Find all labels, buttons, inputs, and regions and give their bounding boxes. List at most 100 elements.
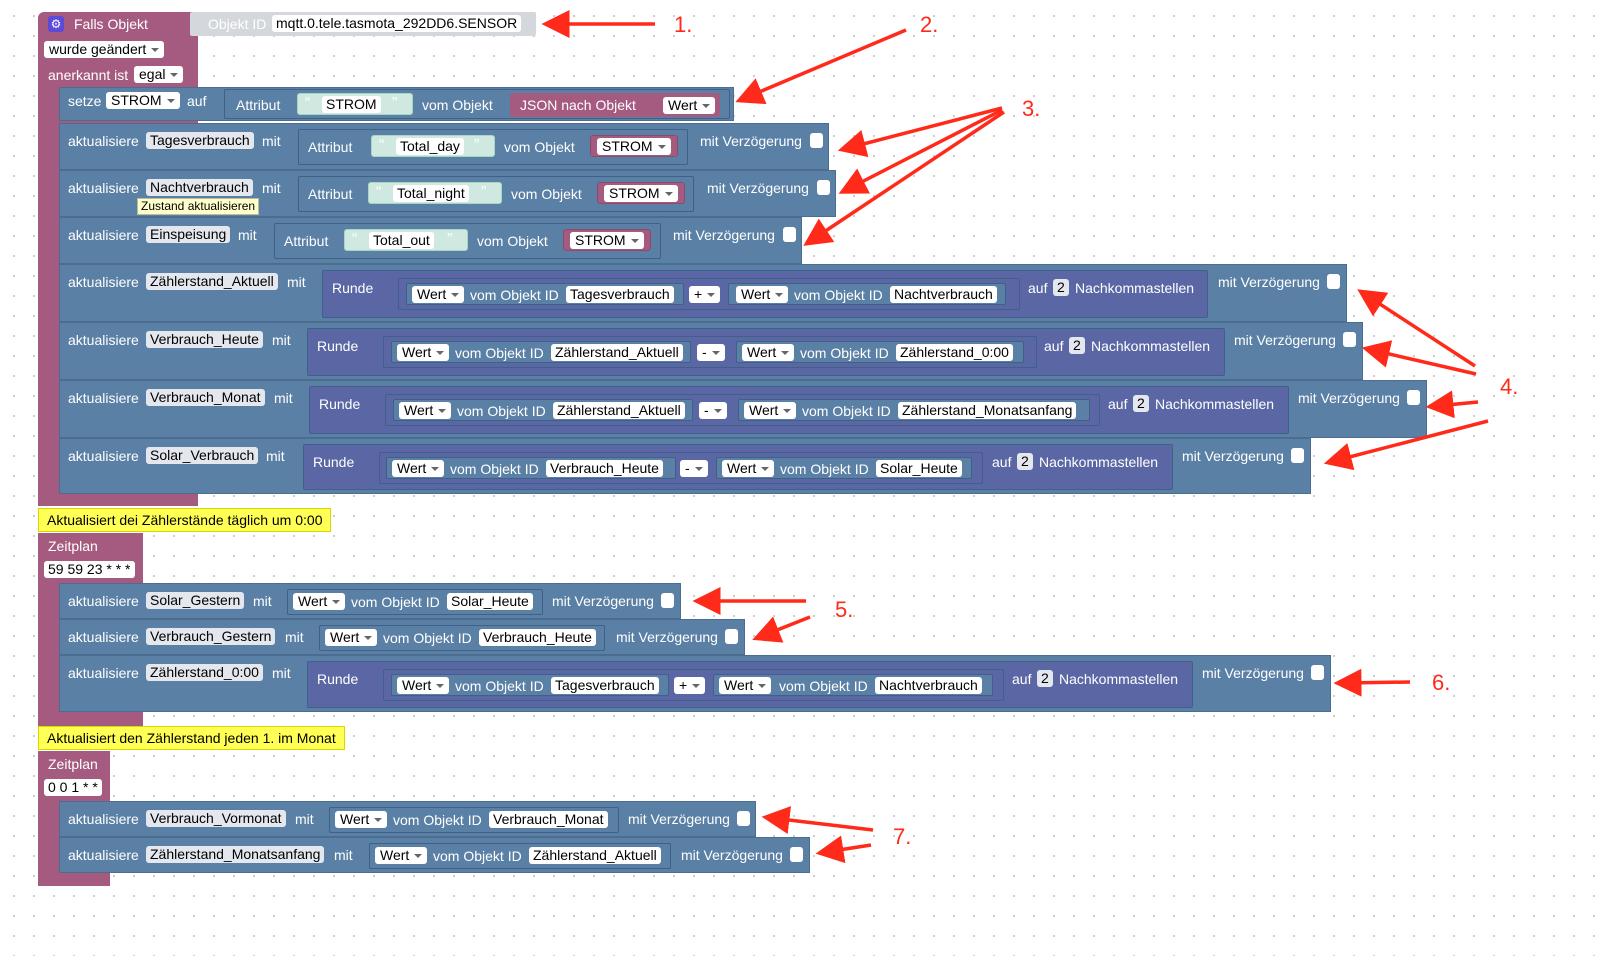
delay-checkbox[interactable] [1407,390,1420,405]
string-value[interactable]: Total_out [369,232,434,249]
cron-field[interactable]: 0 0 1 * * [44,779,102,796]
state-dropdown[interactable]: Tagesverbrauch [146,132,254,149]
object-id-field[interactable]: Nachtverbrauch [875,677,982,694]
object-id-field[interactable]: Zählerstand_Aktuell [553,402,685,419]
state-dropdown[interactable]: Einspeisung [146,226,231,243]
gear-icon[interactable]: ⚙ [48,16,64,32]
delay-checkbox[interactable] [790,847,803,862]
string-block[interactable]: “ Total_night ” [368,182,502,204]
string-block[interactable]: “ Total_day ” [371,135,495,157]
wert-dropdown[interactable]: Wert [397,677,450,694]
object-id-field[interactable]: Verbrauch_Heute [479,629,596,646]
object-id-field[interactable]: Solar_Heute [447,593,533,610]
object-id-field[interactable]: Zählerstand_Aktuell [551,344,683,361]
object-id-field[interactable]: Tagesverbrauch [551,677,659,694]
decimals-field[interactable]: 2 [1037,670,1053,687]
delay-checkbox[interactable] [810,133,823,148]
arrow-4b [1361,340,1477,376]
comment-note[interactable]: Aktualisiert den Zählerstand jeden 1. im… [38,726,345,750]
comment-note[interactable]: Aktualisiert dei Zählerstände täglich um… [38,508,332,532]
delay-checkbox[interactable] [1327,274,1340,289]
object-id-field[interactable]: Verbrauch_Heute [546,460,663,477]
var-dropdown[interactable]: STROM [570,232,644,249]
operator-dropdown[interactable]: - [680,460,708,477]
delay-checkbox[interactable] [783,227,796,242]
object-id-field[interactable]: Zählerstand_Aktuell [529,847,661,864]
mit-label: mit [274,390,293,406]
var-block[interactable]: STROM [597,182,685,204]
delay-checkbox[interactable] [1311,665,1324,680]
object-id-field[interactable]: Zählerstand_0:00 [896,344,1013,361]
object-id-field[interactable]: Nachtverbrauch [890,286,997,303]
state-dropdown[interactable]: Nachtverbrauch [146,179,253,196]
trigger-title: Falls Objekt [74,16,148,32]
trigger-id-label: Objekt ID [208,16,267,32]
state-dropdown[interactable]: Zählerstand_Monatsanfang [146,846,325,863]
decimals-field[interactable]: 2 [1053,279,1069,296]
string-value[interactable]: Total_day [396,138,464,155]
object-id-field[interactable]: Verbrauch_Monat [489,811,608,828]
update-label: aktualisiere [68,811,139,827]
state-dropdown[interactable]: Zählerstand_Aktuell [146,273,278,290]
var-dropdown[interactable]: STROM [604,185,678,202]
wert-dropdown[interactable]: Wert [736,286,789,303]
var-dropdown[interactable]: STROM [597,138,671,155]
arrow-4c [1425,390,1479,419]
vom-objekt-label: vom Objekt [422,97,493,113]
state-dropdown[interactable]: Verbrauch_Vormonat [146,810,286,827]
trigger-ack-dropdown[interactable]: egal [134,66,184,83]
delay-checkbox[interactable] [1343,332,1356,347]
wert-dropdown[interactable]: Wert [719,677,772,694]
operator-dropdown[interactable]: + [674,677,706,694]
delay-checkbox[interactable] [737,811,750,826]
decimals-field[interactable]: 2 [1069,337,1085,354]
cron-field[interactable]: 59 59 23 * * * [44,561,135,578]
state-dropdown[interactable]: Solar_Verbrauch [146,447,259,464]
wert-dropdown[interactable]: Wert [293,593,346,610]
wert-dropdown[interactable]: Wert [335,811,388,828]
auf-label: auf [1028,280,1048,296]
wert-dropdown[interactable]: Wert [397,344,450,361]
string-value[interactable]: Total_night [393,185,469,202]
json-wert-dropdown[interactable]: Wert [663,97,716,114]
delay-checkbox[interactable] [817,180,830,195]
decimals-field[interactable]: 2 [1017,453,1033,470]
auf-label: auf [992,454,1012,470]
trigger-id-value[interactable]: mqtt.0.tele.tasmota_292DD6.SENSOR [272,15,522,32]
delay-checkbox[interactable] [661,593,674,608]
state-dropdown[interactable]: Zählerstand_0:00 [146,664,263,681]
update-label: aktualisiere [68,274,139,290]
state-dropdown[interactable]: Verbrauch_Gestern [146,628,276,645]
string-block[interactable]: “ Total_out ” [344,229,468,251]
string-value[interactable]: STROM [322,96,381,113]
var-block[interactable]: STROM [563,229,651,251]
trigger-changed-dropdown[interactable]: wurde geändert [44,41,165,58]
operator-dropdown[interactable]: - [697,344,725,361]
wert-dropdown[interactable]: Wert [722,460,775,477]
mit-label: mit [238,227,257,243]
wert-dropdown[interactable]: Wert [399,402,452,419]
string-block[interactable]: “ STROM ” [297,93,413,115]
wert-dropdown[interactable]: Wert [375,847,428,864]
operator-dropdown[interactable]: - [699,402,727,419]
var-block[interactable]: STROM [590,135,678,157]
delay-checkbox[interactable] [725,629,738,644]
state-dropdown[interactable]: Verbrauch_Monat [146,389,265,406]
wert-dropdown[interactable]: Wert [744,402,797,419]
vom-objekt-id-label: vom Objekt ID [470,287,559,303]
delay-checkbox[interactable] [1291,448,1304,463]
wert-dropdown[interactable]: Wert [392,460,445,477]
operator-dropdown[interactable]: + [689,286,721,303]
object-id-field[interactable]: Solar_Heute [876,460,962,477]
wert-dropdown[interactable]: Wert [412,286,465,303]
annotation-1: 1. [674,12,693,37]
decimals-field[interactable]: 2 [1133,395,1149,412]
setze-var-dropdown[interactable]: STROM [106,92,180,109]
state-dropdown[interactable]: Solar_Gestern [146,592,245,609]
state-dropdown[interactable]: Verbrauch_Heute [146,331,263,348]
quote-open-icon: “ [352,231,358,248]
object-id-field[interactable]: Zählerstand_Monatsanfang [898,402,1077,419]
wert-dropdown[interactable]: Wert [325,629,378,646]
wert-dropdown[interactable]: Wert [742,344,795,361]
object-id-field[interactable]: Tagesverbrauch [566,286,674,303]
